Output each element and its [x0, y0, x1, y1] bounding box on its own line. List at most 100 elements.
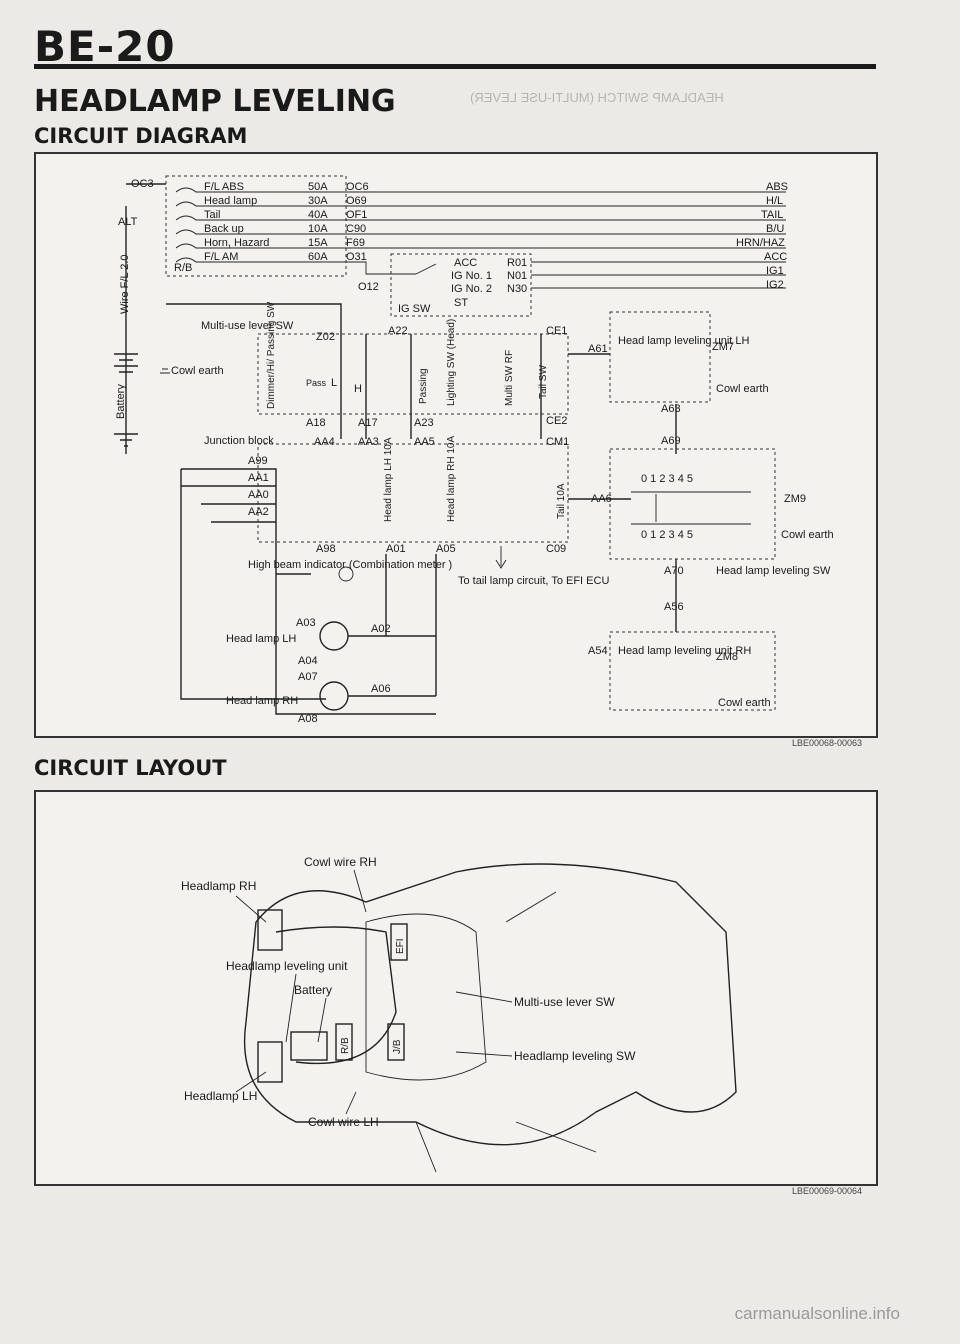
label-cowl-wire-rh: Cowl wire RH: [304, 855, 377, 869]
label-a99: A99: [248, 455, 268, 467]
label-a04: A04: [298, 655, 318, 667]
label-a06: A06: [371, 683, 391, 695]
fuse-wire: H/L: [766, 195, 783, 207]
label-a22: A22: [388, 325, 408, 337]
label-rb: R/B: [174, 262, 192, 274]
label-headlamp-rh-fuse: Head lamp RH 10A: [446, 436, 457, 522]
bleed-through-text: HEADLAMP SWITCH (MULTI-USE LEVER): [470, 90, 724, 105]
header-rule: [34, 64, 876, 69]
fuse-amp: 10A: [308, 223, 328, 235]
multi-use-lever-switch-box: [257, 333, 569, 415]
label-h: H: [354, 383, 362, 395]
label-high-beam: High beam indicator (Combination meter ): [248, 559, 452, 571]
fuse-name: Back up: [204, 223, 244, 235]
label-n01: N01: [507, 270, 527, 282]
label-passing: Passing: [418, 368, 429, 404]
high-beam-indicator-icon: [338, 566, 354, 582]
circuit-diagram: OC3 ALT Wire F/L 2.0 Battery R/B F/L ABS…: [114, 175, 834, 725]
leveling-unit-rh-box: [609, 631, 776, 711]
label-a61: A61: [588, 343, 608, 355]
label-a08: A08: [298, 713, 318, 725]
fuse-out: OC6: [346, 181, 369, 193]
efi-box-icon: [390, 923, 408, 961]
label-zm8: ZM8: [716, 651, 738, 663]
label-aa4: AA4: [314, 436, 335, 448]
label-ce1: CE1: [546, 325, 567, 337]
label-hl-sw: Head lamp leveling SW: [716, 565, 831, 577]
fuse-name: Head lamp: [204, 195, 257, 207]
fuse-row: Head lamp 30A O69 H/L: [175, 195, 786, 207]
label-a56: A56: [664, 601, 684, 613]
label-multi-sw-rf: Multi SW RF: [504, 350, 515, 406]
circuit-layout: EFI R/B J/B Cowl wire RH Headlamp RH Hea…: [181, 855, 737, 1173]
label-a70: A70: [664, 565, 684, 577]
label-wire-fl: Wire F/L 2.0: [119, 255, 131, 315]
label-cowl-earth-lh: Cowl earth: [716, 383, 769, 395]
fuse-row: Horn, Hazard 15A F69 HRN/HAZ: [175, 237, 786, 249]
label-sw-positions-top: 0 1 2 3 4 5: [641, 473, 693, 485]
label-zm7: ZM7: [712, 341, 734, 353]
ig-switch-box: [390, 253, 532, 317]
label-cowl-wire-lh: Cowl wire LH: [308, 1115, 379, 1129]
label-a98: A98: [316, 543, 336, 555]
label-ig2-r: IG2: [766, 279, 784, 291]
section-title: HEADLAMP LEVELING: [34, 84, 396, 119]
ground-symbol: [160, 368, 170, 374]
fuse-amp: 60A: [308, 251, 328, 263]
fuse-list: F/L ABS 50A OC6 ABS Head lamp 30A O69 H/…: [175, 181, 788, 275]
fuse-out: OF1: [346, 209, 367, 221]
label-c09: C09: [546, 543, 566, 555]
resistor-ladder: [631, 491, 751, 525]
label-battery: Battery: [294, 983, 332, 997]
label-battery: Battery: [115, 384, 127, 419]
label-aa2: AA2: [248, 506, 269, 518]
label-leveling-sw: Headlamp leveling SW: [514, 1049, 636, 1063]
headlamp-lh-icon: [257, 1041, 283, 1083]
fuse-out: O69: [346, 195, 367, 207]
leveling-unit-lh-box: [609, 311, 711, 403]
label-igsw: IG SW: [398, 303, 431, 315]
label-a63: A63: [661, 403, 681, 415]
label-cm1: CM1: [546, 436, 569, 448]
page-number: BE-20: [34, 22, 176, 71]
fuse-wire: HRN/HAZ: [736, 237, 785, 249]
label-n30: N30: [507, 283, 527, 295]
headlamp-wires: [348, 554, 437, 697]
fuse-amp: 50A: [308, 181, 328, 193]
label-ig1-r: IG1: [766, 265, 784, 277]
layout-code: LBE00069-00064: [792, 1186, 863, 1196]
label-multi-sw: Multi-use lever SW: [201, 320, 294, 332]
label-tail-fuse: Tail 10A: [556, 483, 567, 519]
label-dimmer-sw: Dimmer/Hi/ Passing SW: [266, 301, 277, 409]
label-head-lamp-lh: Head lamp LH: [226, 633, 296, 645]
label-hl-unit-lh: Head lamp leveling unit LH: [618, 335, 750, 347]
label-o12: O12: [358, 281, 379, 293]
fuse-out: F69: [346, 237, 365, 249]
switch-wires: [166, 303, 542, 439]
label-cowl-earth-sw: Cowl earth: [781, 529, 834, 541]
fuse-amp: 40A: [308, 209, 328, 221]
label-zm9: ZM9: [784, 493, 806, 505]
label-efi: EFI: [395, 938, 406, 954]
label-leveling-unit: Headlamp leveling unit: [226, 959, 348, 973]
label-oc3: OC3: [131, 178, 154, 190]
label-a18: A18: [306, 417, 326, 429]
label-rb: R/B: [340, 1037, 351, 1054]
battery-icon: [290, 1031, 328, 1061]
relay-block-box: [165, 175, 347, 277]
headlamp-rh-icon: [257, 909, 283, 951]
label-z02: Z02: [316, 331, 335, 343]
label-a03: A03: [296, 617, 316, 629]
fuse-wire: B/U: [766, 223, 784, 235]
label-a01: A01: [386, 543, 406, 555]
watermark: carmanualsonline.info: [734, 1304, 900, 1323]
fuse-out: O31: [346, 251, 367, 263]
fuse-row: Tail 40A OF1 TAIL: [175, 209, 786, 221]
fuse-row: Back up 10A C90 B/U: [175, 223, 786, 235]
label-a69: A69: [661, 435, 681, 447]
label-aa1: AA1: [248, 472, 269, 484]
label-multi-use-sw: Multi-use lever SW: [514, 995, 615, 1009]
diagram-code: LBE00068-00063: [792, 738, 863, 748]
label-a17: A17: [358, 417, 378, 429]
jb-box-icon: [387, 1023, 405, 1061]
